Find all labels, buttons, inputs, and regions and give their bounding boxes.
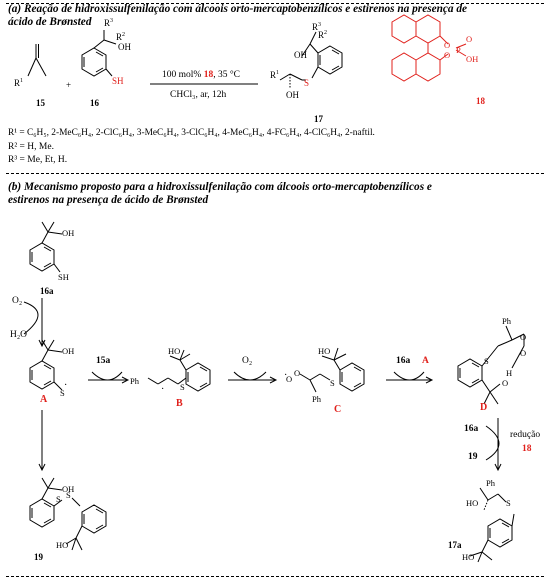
scheme-a-drawing: R1 + R3 R2 OH SH R3 R2 OH S R1 OH O O P … — [14, 14, 478, 100]
svg-text:S: S — [60, 388, 65, 398]
svg-text:OH: OH — [118, 42, 131, 52]
section-b-title-line1: (b) Mecanismo proposto para a hidroxissu… — [8, 181, 432, 193]
section-b-title-line2: estirenos na presença de ácido de Brønst… — [8, 194, 209, 206]
svg-text:OH: OH — [466, 54, 478, 64]
section-a-title-line1: (a) Reação de hidroxissulfenilação com á… — [8, 3, 468, 15]
compound-17-label: 17 — [314, 114, 323, 124]
svg-text:OH: OH — [62, 484, 74, 494]
svg-text:HO: HO — [318, 346, 330, 356]
intermediate-d-label: D — [480, 402, 488, 413]
svg-text:Ph: Ph — [486, 478, 496, 488]
conditions-bottom: CHCl₃, ar, 12h — [170, 90, 227, 100]
reagent-19: 19 — [468, 452, 478, 462]
svg-text:S: S — [330, 378, 335, 388]
section-a-title-line2: ácido de Brønsted — [8, 16, 92, 28]
section-b-title: (b) Mecanismo proposto para a hidroxissu… — [8, 181, 432, 207]
svg-text:OH: OH — [62, 346, 74, 356]
svg-text:O: O — [444, 40, 450, 50]
reagent-o2-second: O₂ — [242, 356, 253, 366]
compound-15-label: 15 — [36, 98, 45, 108]
compound-16-label: 16 — [90, 98, 99, 108]
svg-text:·: · — [64, 380, 67, 391]
svg-text:S: S — [56, 494, 61, 504]
svg-text:O: O — [520, 332, 526, 342]
conditions-top: 100 mol% 18, 35 °C — [162, 70, 240, 81]
svg-text:OH: OH — [286, 90, 299, 100]
compound-19-label: 19 — [34, 552, 43, 562]
section-a-title: (a) Reação de hidroxissulfenilação com á… — [8, 3, 467, 29]
svg-text:·: · — [284, 370, 287, 381]
svg-text:S: S — [484, 356, 489, 366]
svg-text:Ph: Ph — [502, 316, 512, 326]
svg-text:HO: HO — [168, 346, 180, 356]
svg-text:HO: HO — [56, 540, 68, 550]
bottom-divider — [6, 576, 544, 577]
svg-text:HO: HO — [466, 498, 478, 508]
top-divider — [6, 3, 544, 4]
r3-substituents: R³ = Me, Et, H. — [8, 155, 68, 165]
conditions-top-catalyst: 18 — [203, 70, 214, 80]
svg-text:R2: R2 — [116, 32, 125, 42]
reduction-catalyst-18: 18 — [522, 444, 532, 454]
svg-text:R1: R1 — [270, 70, 279, 80]
reagent-a: A — [422, 356, 429, 366]
r2-substituents: R² = H, Me. — [8, 142, 54, 152]
svg-text:R1: R1 — [14, 78, 23, 88]
compound-17a-label: 17a — [448, 540, 462, 550]
svg-text:S: S — [506, 498, 511, 508]
svg-text:Ph: Ph — [312, 394, 322, 404]
svg-text:Ph: Ph — [130, 376, 140, 386]
svg-text:SH: SH — [58, 272, 69, 282]
svg-text:+: + — [66, 80, 71, 90]
reagent-15a: 15a — [96, 356, 111, 366]
middle-divider — [6, 173, 544, 174]
compound-18-label: 18 — [476, 96, 485, 106]
svg-text:O: O — [466, 34, 472, 44]
reagent-16a: 16a — [396, 356, 411, 366]
svg-text:O: O — [286, 374, 292, 384]
intermediate-a-label: A — [40, 394, 48, 405]
svg-text:O: O — [294, 368, 300, 378]
svg-text:O: O — [444, 50, 450, 60]
svg-text:S: S — [304, 78, 309, 88]
svg-text:OH: OH — [62, 228, 74, 238]
svg-text:R3: R3 — [104, 18, 113, 28]
reduction-label: redução — [510, 430, 541, 440]
r1-substituents: R¹ = C₆H₅, 2-MeC₆H₄, 2-ClC₆H₄, 3-MeC₆H₄,… — [8, 128, 375, 138]
compound-16a-label: 16a — [40, 286, 54, 296]
svg-text:O: O — [502, 378, 508, 388]
svg-text:SH: SH — [112, 76, 124, 86]
svg-text:R3: R3 — [312, 22, 321, 32]
conditions-top-post: , 35 °C — [213, 70, 240, 80]
svg-text:S: S — [180, 382, 185, 392]
reagent-h2o: H₂O — [10, 330, 28, 340]
svg-text:H: H — [506, 368, 512, 378]
svg-text:S: S — [66, 490, 71, 500]
svg-text:O: O — [520, 348, 526, 358]
intermediate-b-label: B — [176, 398, 183, 409]
reagent-o2: O₂ — [12, 296, 23, 306]
intermediate-c-label: C — [334, 404, 342, 415]
svg-text:R2: R2 — [318, 30, 327, 40]
svg-text:OH: OH — [294, 50, 307, 60]
svg-text:·: · — [161, 384, 164, 395]
svg-text:P: P — [456, 45, 461, 55]
conditions-top-pre: 100 mol% — [162, 70, 202, 80]
svg-text:HO: HO — [462, 552, 474, 562]
reagent-16a-second: 16a — [464, 424, 479, 434]
